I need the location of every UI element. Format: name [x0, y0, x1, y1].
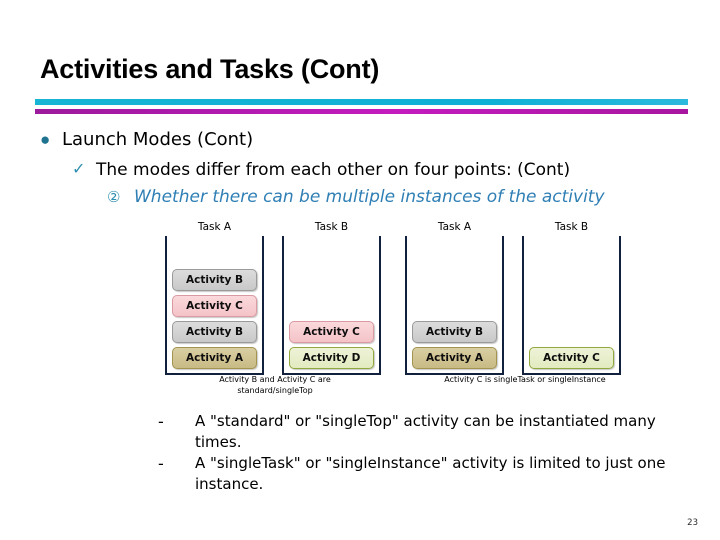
page-title: Activities and Tasks (Cont) — [40, 54, 380, 84]
activity-box: Activity C — [529, 347, 614, 369]
task-column: Task B Activity C — [522, 220, 621, 375]
divider-bar-bottom — [35, 109, 688, 114]
task-column-label: Task B — [314, 221, 349, 233]
note-label: A "standard" or "singleTop" activity can… — [195, 412, 656, 451]
diagram-caption-left: Activity B and Activity C are standard/s… — [219, 375, 331, 395]
bullet-level2: ✓ The modes differ from each other on fo… — [72, 158, 570, 182]
task-column: Task B Activity D Activity C — [282, 220, 381, 375]
circled-number-bullet-icon: ② — [107, 189, 121, 206]
dash-bullet-icon: - — [158, 454, 164, 473]
check-bullet-icon: ✓ — [72, 161, 86, 178]
activity-box: Activity A — [172, 347, 257, 369]
bullet-level1-label: Launch Modes (Cont) — [62, 129, 254, 150]
bullet-level3: ② Whether there can be multiple instance… — [107, 186, 605, 209]
note-label: A "singleTask" or "singleInstance" activ… — [195, 454, 666, 493]
activity-box: Activity B — [412, 321, 497, 343]
activity-box: Activity C — [289, 321, 374, 343]
activity-box: Activity B — [172, 321, 257, 343]
note-item: - A "standard" or "singleTop" activity c… — [158, 411, 668, 453]
note-item: - A "singleTask" or "singleInstance" act… — [158, 453, 668, 495]
bullet-level1: ● Launch Modes (Cont) — [40, 128, 253, 152]
activity-stack: Activity A Activity B Activity C Activity B — [172, 269, 257, 369]
task-column-label: Task A — [437, 221, 472, 233]
diagram-caption-right: Activity C is singleTask or singleInstan… — [444, 375, 606, 384]
activity-box: Activity A — [412, 347, 497, 369]
task-group-right: Task A Activity A Activity B Task B Activity… — [405, 220, 621, 375]
task-stack-well: Activity A Activity B — [405, 236, 504, 375]
task-column-label: Task B — [554, 221, 589, 233]
activity-stack: Activity D Activity C — [289, 321, 374, 369]
bullet-level3-label: Whether there can be multiple instances … — [134, 187, 605, 207]
activity-box: Activity B — [172, 269, 257, 291]
bullet-level2-label: The modes differ from each other on four… — [96, 160, 571, 180]
disc-bullet-icon: ● — [40, 130, 51, 149]
task-column-label: Task A — [197, 221, 232, 233]
activity-stack: Activity A Activity B — [412, 321, 497, 369]
dash-bullet-icon: - — [158, 412, 164, 431]
divider-bar-top — [35, 99, 688, 105]
activity-box: Activity C — [172, 295, 257, 317]
page-number: 23 — [687, 518, 698, 528]
task-stack-well: Activity C — [522, 236, 621, 375]
task-stack-well: Activity A Activity B Activity C Activity B — [165, 236, 264, 375]
task-stack-well: Activity D Activity C — [282, 236, 381, 375]
activity-box: Activity D — [289, 347, 374, 369]
activity-stack: Activity C — [529, 347, 614, 369]
task-column: Task A Activity A Activity B — [405, 220, 504, 375]
